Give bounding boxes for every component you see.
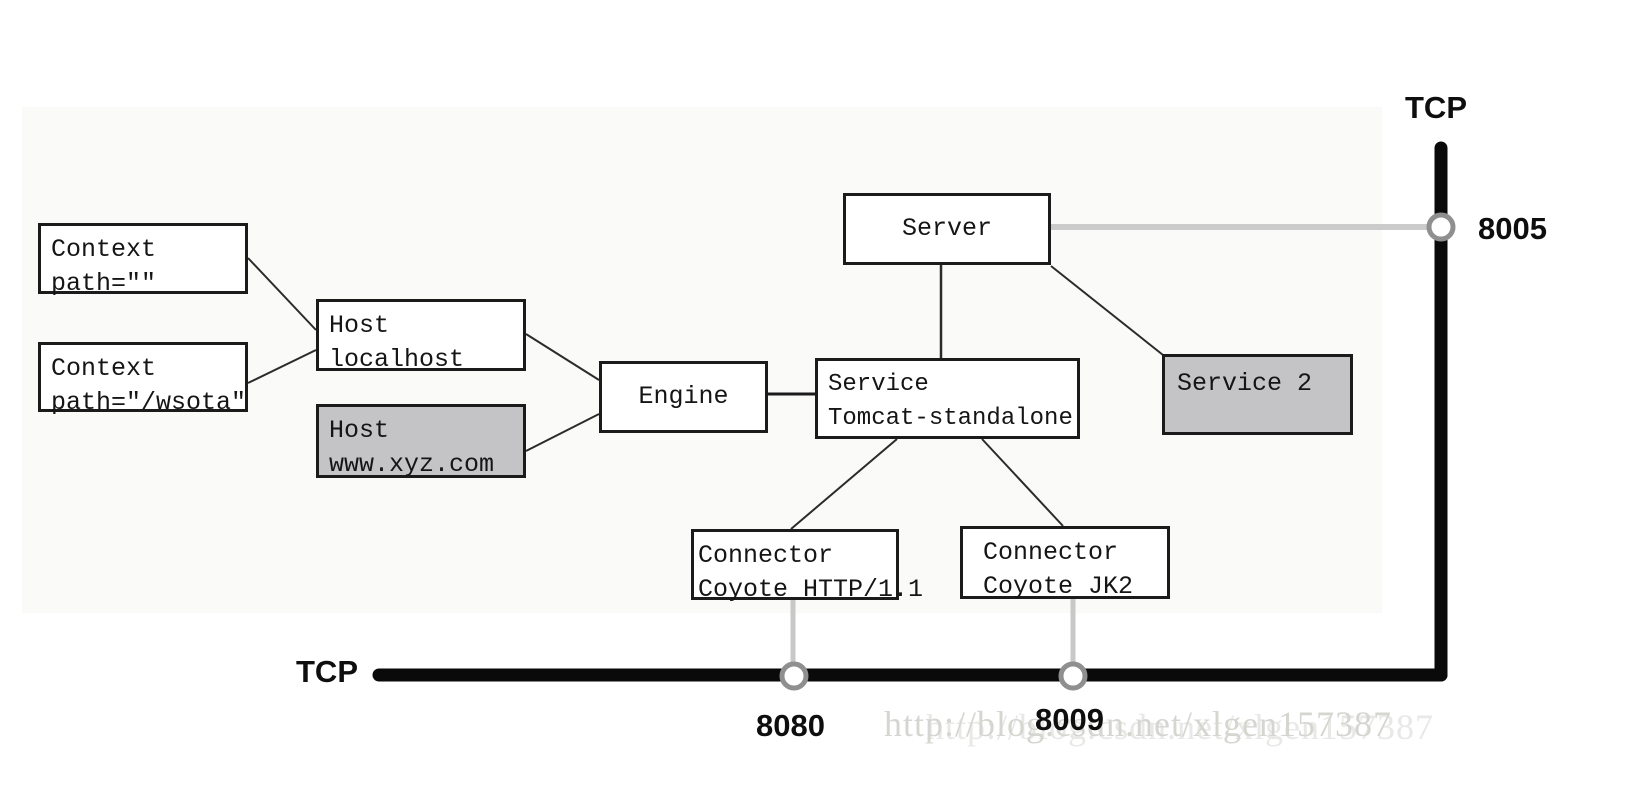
node-host-xyz-line2: www.xyz.com	[329, 450, 495, 479]
node-context-root-line1: Context	[51, 235, 157, 264]
node-host-localhost-line1: Host	[329, 311, 390, 340]
node-host-xyz: Host www.xyz.com	[316, 404, 526, 479]
line-context-wsota-to-host-localhost	[247, 349, 317, 384]
node-engine: Engine	[599, 361, 768, 433]
line-service-to-connector-http	[790, 438, 898, 530]
watermark-text: http://blog.csdn.net/xlgen157387	[884, 704, 1392, 744]
port-label-8005: 8005	[1478, 211, 1547, 246]
port-dot-8080	[779, 661, 809, 691]
node-context-wsota-line1: Context	[51, 354, 157, 383]
node-server: Server	[843, 193, 1051, 265]
node-connector-http-line2: Coyote HTTP/1.1	[698, 575, 924, 604]
port-dot-8009	[1058, 661, 1088, 691]
port-dot-8005	[1426, 212, 1456, 242]
node-server-label: Server	[901, 214, 992, 243]
node-service2: Service 2	[1162, 354, 1353, 435]
node-context-root-line2: path=""	[51, 269, 157, 298]
line-context-root-to-host-localhost	[247, 257, 317, 331]
line-server-to-service2	[1050, 265, 1164, 356]
tcp-label-bottom: TCP	[296, 654, 358, 689]
node-host-localhost-line2: localhost	[329, 345, 465, 374]
node-service-line2: Tomcat-standalone	[828, 405, 1073, 432]
node-connector-coyote-jk2: Connector Coyote JK2	[960, 526, 1170, 601]
node-engine-label: Engine	[638, 382, 729, 411]
node-context-wsota: Context path="/wsota"	[38, 342, 248, 417]
port-label-8009: 8009	[1035, 702, 1104, 737]
node-host-localhost: Host localhost	[316, 299, 526, 374]
port-label-8080: 8080	[756, 708, 825, 743]
node-connector-jk2-line1: Connector	[983, 538, 1119, 567]
node-connector-jk2-line2: Coyote JK2	[983, 572, 1134, 601]
node-host-xyz-line1: Host	[329, 416, 390, 445]
line-host-localhost-to-engine	[525, 333, 600, 381]
line-host-xyz-to-engine	[525, 413, 600, 452]
node-service2-label: Service 2	[1177, 369, 1313, 398]
node-service-line1: Service	[828, 371, 929, 398]
line-service-to-connector-jk2	[981, 438, 1064, 527]
node-connector-http-line1: Connector	[698, 541, 834, 570]
tcp-label-top: TCP	[1405, 90, 1467, 125]
node-context-wsota-line2: path="/wsota"	[51, 388, 247, 417]
node-context-root: Context path=""	[38, 223, 248, 298]
node-service-tomcat-standalone: Service Tomcat-standalone	[815, 358, 1080, 439]
node-connector-coyote-http: Connector Coyote HTTP/1.1	[691, 529, 923, 604]
